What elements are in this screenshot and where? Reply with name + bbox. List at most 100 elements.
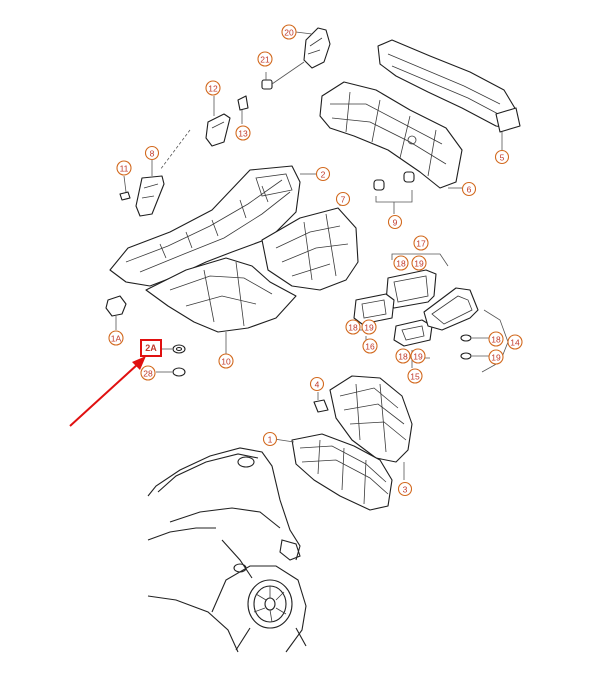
- callout-circle: [144, 145, 160, 161]
- callout-circle: [235, 125, 251, 141]
- part-12-panel: [205, 96, 231, 147]
- callout-number: 19: [364, 323, 374, 333]
- callout-circle: [387, 214, 403, 230]
- callout-c18c[interactable]: 18: [395, 348, 411, 364]
- callout-number: 21: [260, 55, 270, 65]
- callout-c3[interactable]: 3: [397, 481, 413, 497]
- part-9-plugs: [373, 171, 415, 214]
- callout-c1A[interactable]: 1A: [108, 330, 124, 346]
- callout-number: 1A: [111, 334, 122, 344]
- callout-number: 10: [221, 357, 231, 367]
- part-6-trunk-liner: [319, 81, 463, 189]
- callout-circle: [257, 51, 273, 67]
- callout-number: 5: [500, 153, 505, 163]
- callout-c13[interactable]: 13: [235, 125, 251, 141]
- callout-circle: [407, 368, 423, 384]
- callout-c5[interactable]: 5: [494, 149, 510, 165]
- highlight-2A-label[interactable]: 2A: [140, 339, 162, 357]
- highlight-2A-text: 2A: [145, 343, 157, 353]
- callout-c8[interactable]: 8: [144, 145, 160, 161]
- callout-number: 9: [393, 218, 398, 228]
- callout-circle: [397, 481, 413, 497]
- callout-number: 14: [510, 338, 520, 348]
- callout-c19d[interactable]: 19: [488, 349, 504, 365]
- callout-circle: [205, 80, 221, 96]
- callout-c10[interactable]: 10: [218, 353, 234, 369]
- callout-circle: [494, 149, 510, 165]
- callout-number: 18: [396, 259, 406, 269]
- callout-circle: [413, 235, 429, 251]
- callout-c18b[interactable]: 18: [345, 319, 361, 335]
- callout-number: 4: [315, 380, 320, 390]
- callout-c9[interactable]: 9: [387, 214, 403, 230]
- callout-circle: [309, 376, 325, 392]
- callout-circle: [108, 330, 124, 346]
- callout-number: 18: [491, 335, 501, 345]
- callout-c21[interactable]: 21: [257, 51, 273, 67]
- callout-number: 28: [143, 369, 153, 379]
- highlight-arrow: [69, 356, 146, 427]
- callout-c15[interactable]: 15: [407, 368, 423, 384]
- callout-c19b[interactable]: 19: [361, 319, 377, 335]
- callout-circle: [362, 338, 378, 354]
- car-outline: [147, 447, 307, 653]
- callout-number: 19: [413, 352, 423, 362]
- callout-c11[interactable]: 11: [116, 160, 132, 176]
- callout-circle: [116, 160, 132, 176]
- callout-circle: [218, 353, 234, 369]
- callout-number: 18: [398, 352, 408, 362]
- callout-number: 13: [238, 129, 248, 139]
- callout-number: 18: [348, 323, 358, 333]
- part-28-grommet: [156, 367, 186, 377]
- callout-circle: [345, 319, 361, 335]
- callout-number: 17: [416, 239, 426, 249]
- callout-c19a[interactable]: 19: [411, 255, 427, 271]
- callout-number: 11: [120, 164, 129, 174]
- callout-c4[interactable]: 4: [309, 376, 325, 392]
- callout-circle: [281, 24, 297, 40]
- callout-circle: [488, 349, 504, 365]
- part-4-clip: [313, 392, 329, 413]
- callout-number: 6: [467, 185, 472, 195]
- callout-c19c[interactable]: 19: [410, 348, 426, 364]
- callout-c16[interactable]: 16: [362, 338, 378, 354]
- part-2A-grommet: [161, 344, 186, 354]
- callout-number: 12: [208, 84, 218, 94]
- part-20-bracket: [295, 27, 331, 69]
- callout-circle: [315, 166, 331, 182]
- callout-c28[interactable]: 28: [140, 365, 156, 381]
- callout-c7[interactable]: 7: [335, 191, 351, 207]
- part-13-clip: [237, 95, 249, 124]
- callout-number: 20: [284, 28, 294, 38]
- callout-c2[interactable]: 2: [315, 166, 331, 182]
- part-1-bulkhead: [273, 433, 393, 511]
- callout-c14[interactable]: 14: [507, 334, 523, 350]
- callout-c18a[interactable]: 18: [393, 255, 409, 271]
- part-10-center-floor: [145, 257, 297, 354]
- callout-circle: [507, 334, 523, 350]
- part-3-front-liner: [329, 375, 413, 480]
- callout-number: 3: [403, 485, 408, 495]
- part-8-side-panel: [135, 160, 165, 217]
- callout-circle: [410, 348, 426, 364]
- callout-c6[interactable]: 6: [461, 181, 477, 197]
- part-5-rear-crossmember: [377, 39, 521, 150]
- callout-number: 7: [341, 195, 346, 205]
- part-1A-clip: [105, 295, 127, 330]
- part-21-clip: [261, 61, 305, 90]
- part-7-rear-floor: [261, 200, 359, 291]
- callout-c17[interactable]: 17: [413, 235, 429, 251]
- callout-c18d[interactable]: 18: [488, 331, 504, 347]
- callout-circle: [361, 319, 377, 335]
- callout-circle: [411, 255, 427, 271]
- callout-number: 15: [410, 372, 420, 382]
- callout-circle: [395, 348, 411, 364]
- callout-circle: [488, 331, 504, 347]
- callout-c1[interactable]: 1: [262, 431, 278, 447]
- callout-number: 8: [150, 149, 155, 159]
- callout-c20[interactable]: 20: [281, 24, 297, 40]
- callout-number: 19: [491, 353, 501, 363]
- callout-c12[interactable]: 12: [205, 80, 221, 96]
- callout-circle: [393, 255, 409, 271]
